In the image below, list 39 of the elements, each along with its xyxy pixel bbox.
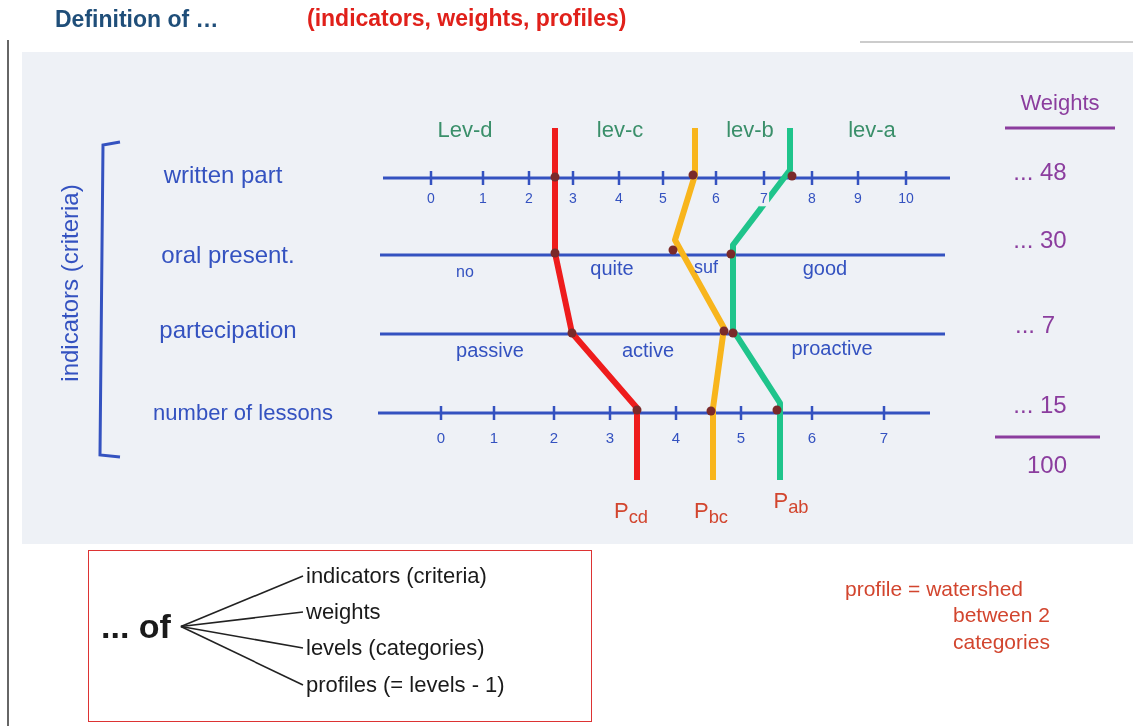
row-label: oral present. (161, 241, 295, 269)
weight-value: ... 15 (1013, 391, 1067, 419)
branch-term: weights (306, 599, 381, 625)
branch-term: indicators (criteria) (306, 563, 487, 589)
branch-line (180, 611, 304, 628)
weight-value: ... 30 (1013, 226, 1067, 254)
frame-box (88, 550, 592, 722)
title: Definition of … (55, 6, 219, 33)
sum-value: 100 (1027, 451, 1067, 479)
scale-label: no (456, 263, 474, 281)
row-label: partecipation (159, 316, 297, 344)
row-label: written part (163, 161, 283, 189)
column-header: Weights (1020, 90, 1100, 116)
level-label: lev-c (596, 117, 644, 143)
branch-term: profiles (= levels - 1) (306, 672, 505, 698)
weight-value: ... 48 (1013, 158, 1067, 186)
profile-label: P$_{cd}$ (614, 498, 648, 528)
branch-line (180, 625, 304, 649)
scale-label: passive (456, 339, 524, 361)
axis-title: indicators (criteria) (56, 184, 84, 382)
scale-label: proactive (791, 337, 873, 359)
note: profile = watershed between 2 categories (845, 576, 1051, 655)
scale-label: good (802, 257, 848, 279)
scale-label: suf (694, 258, 718, 278)
level-label: lev-a (848, 117, 896, 143)
level-label: Lev-d (437, 117, 493, 143)
scale-label: active (621, 339, 675, 361)
root-term: ... of (101, 607, 171, 646)
title-part: (indicators, weights, profiles) (307, 6, 627, 32)
profile-label: P$_{bc}$ (694, 498, 728, 528)
branch-line (180, 575, 304, 628)
branch-term: levels (categories) (306, 635, 485, 661)
row-label: number of lessons (153, 400, 333, 426)
weight-value: ... 7 (1015, 311, 1055, 339)
tick-label: 7 (759, 191, 769, 207)
branch-line (180, 625, 304, 686)
level-label: lev-b (726, 117, 774, 143)
profile-label: P$_{ab}$ (773, 488, 809, 518)
scale-label: quite (590, 257, 634, 279)
